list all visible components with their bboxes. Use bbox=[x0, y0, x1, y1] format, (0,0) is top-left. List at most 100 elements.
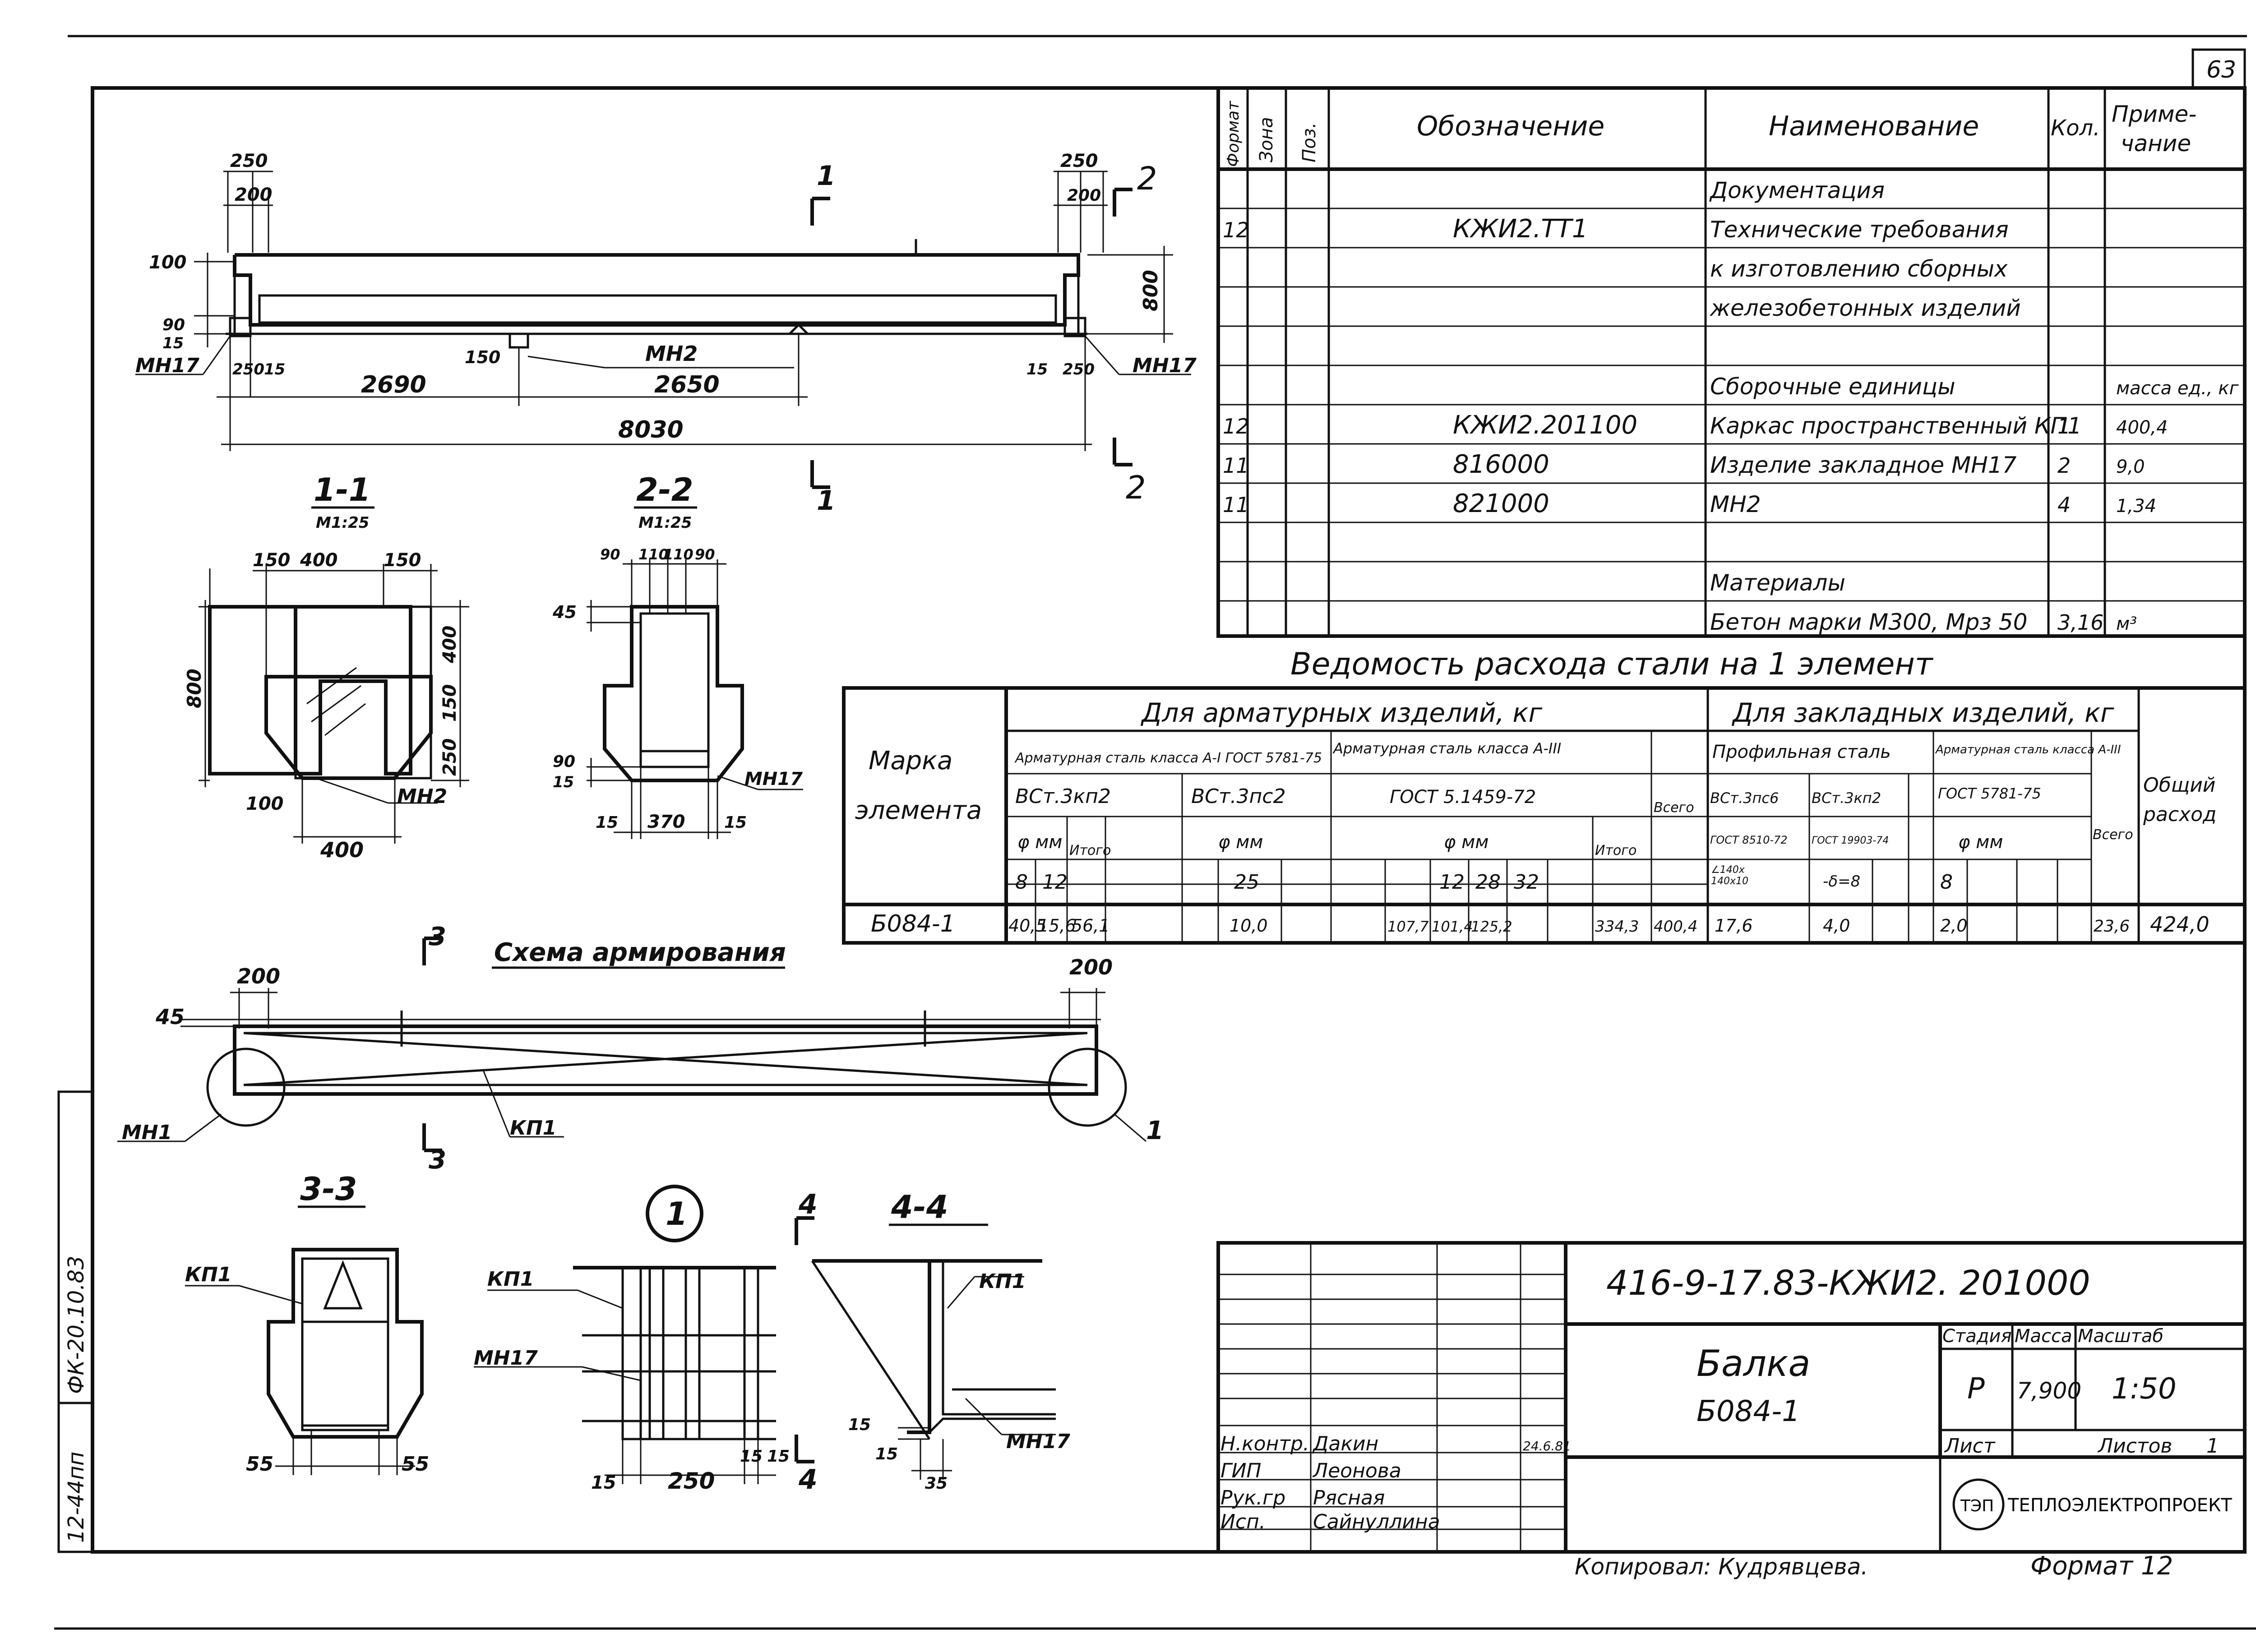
steel-table-title: Ведомость расхода стали на 1 элемент bbox=[1290, 646, 1934, 682]
steel-h-phi-4: φ мм bbox=[1958, 832, 2003, 853]
steel-h-rebar: Для арматурных изделий, кг bbox=[1140, 697, 1542, 728]
node1-label-kp1: КП1 bbox=[487, 1268, 534, 1291]
elev-dim-15b: 15 bbox=[264, 360, 285, 378]
sec33-dim-55a: 55 bbox=[246, 1453, 273, 1476]
sec11-dim-150a: 150 bbox=[253, 550, 291, 571]
sec11-dim-250v: 250 bbox=[439, 738, 460, 776]
node1-title: 1 bbox=[666, 1195, 688, 1232]
signer-name: Дакин bbox=[1312, 1432, 1378, 1455]
spec-row-note: 1,34 bbox=[2116, 496, 2156, 517]
steel-h-gost8510: ГОСТ 8510-72 bbox=[1710, 834, 1788, 846]
spec-header-format: Формат bbox=[1224, 101, 1243, 167]
elev-dim-150: 150 bbox=[465, 347, 500, 367]
spec-header-note-2: чание bbox=[2121, 130, 2191, 157]
spec-row-name: Каркас пространственный КП1 bbox=[1710, 413, 2082, 439]
steel-row-v28: 101,4 bbox=[1432, 918, 1473, 935]
elev-dim-90: 90 bbox=[162, 316, 185, 334]
cut-1-bottom: 1 bbox=[817, 485, 836, 517]
title-sheet-h: Лист bbox=[1944, 1435, 1996, 1458]
sec22-dim-15c: 15 bbox=[724, 813, 747, 832]
org-logo-text: ТЭП bbox=[1960, 1497, 1994, 1515]
elev-label-mn2: МН2 bbox=[645, 341, 698, 366]
reinforcement-scheme: Схема армирования 3 3 200 bbox=[117, 922, 1164, 1175]
signer-role: ГИП bbox=[1220, 1459, 1262, 1482]
section-2-2: 2-2 М1:25 90 110 110 bbox=[552, 471, 803, 839]
spec-row-qty: 2 bbox=[2057, 453, 2071, 478]
sec33-dim-55b: 55 bbox=[402, 1453, 429, 1476]
elev-dim-250-left: 250 bbox=[230, 151, 268, 171]
elev-dim-250b: 250 bbox=[232, 360, 264, 378]
spec-row-name: Материалы bbox=[1710, 570, 1845, 596]
signer-role: Рук.гр bbox=[1220, 1486, 1285, 1509]
signer-date: 24.6.81 bbox=[1523, 1439, 1571, 1454]
spec-header-qty: Кол. bbox=[2051, 115, 2100, 141]
steel-diam-32: 32 bbox=[1514, 871, 1539, 894]
scheme-label-kp1: КП1 bbox=[510, 1117, 556, 1140]
spec-row-designation: КЖИ2.ТТ1 bbox=[1453, 214, 1588, 244]
beam-elevation: 250 200 250 200 100 90 15 800 2690 2650 … bbox=[135, 151, 1197, 517]
cut-2-bottom: 2 bbox=[1126, 469, 1146, 506]
sec22-label-mn17: МН17 bbox=[744, 769, 803, 789]
sec11-label-mn2: МН2 bbox=[397, 785, 447, 808]
steel-h-phi-1: φ мм bbox=[1017, 832, 1062, 853]
steel-row-angle: 17,6 bbox=[1715, 916, 1753, 936]
signer-name: Леонова bbox=[1312, 1459, 1401, 1482]
steel-h-vsego-2: Всего bbox=[2093, 827, 2133, 843]
spec-header-note: Приме- bbox=[2112, 101, 2196, 127]
scheme-dim-200-right: 200 bbox=[1069, 955, 1113, 979]
spec-row-format: 12 bbox=[1223, 218, 1249, 242]
sec22-dim-370: 370 bbox=[647, 812, 685, 832]
steel-h-total-1: Общий bbox=[2143, 774, 2215, 797]
sec11-title: 1-1 bbox=[314, 471, 370, 508]
sec44-dim-35: 35 bbox=[925, 1474, 948, 1493]
steel-h-mark-1: Марка bbox=[869, 746, 952, 775]
elev-label-mn17-right: МН17 bbox=[1133, 354, 1197, 377]
spec-row-name: Технические требования bbox=[1710, 217, 2009, 243]
steel-diam-12b: 12 bbox=[1439, 871, 1465, 894]
sec44-dim-15a: 15 bbox=[848, 1416, 871, 1434]
spec-row-name: Бетон марки М300, Мрз 50 bbox=[1710, 609, 2027, 635]
section-1-1: 1-1 М1:25 150 400 150 bbox=[183, 471, 469, 862]
steel-h-embed: Для закладных изделий, кг bbox=[1731, 697, 2114, 728]
steel-h-total-2: расход bbox=[2143, 803, 2216, 826]
elev-dim-2690: 2690 bbox=[361, 371, 426, 398]
cut-2-top: 2 bbox=[1137, 160, 1157, 197]
title-mass: 7,900 bbox=[2017, 1378, 2081, 1404]
node-1: 1 4 4 КП1 МН17 15 250 15 15 bbox=[474, 1185, 818, 1495]
steel-row-vsego1: 400,4 bbox=[1654, 918, 1697, 936]
sec44-dim-15b: 15 bbox=[875, 1445, 898, 1463]
steel-h-vst3kp2b: ВСт.3кп2 bbox=[1812, 789, 1881, 807]
spec-row-note: 9,0 bbox=[2116, 457, 2145, 477]
steel-diam-28: 28 bbox=[1475, 871, 1501, 894]
spec-row-format: 11 bbox=[1223, 453, 1249, 478]
steel-row-delta: 4,0 bbox=[1823, 916, 1850, 936]
side-stamp: 12-44пп ФК-20.10.83 bbox=[57, 1090, 94, 1553]
spec-row-note: 400,4 bbox=[2116, 417, 2168, 438]
steel-h-phi-3: φ мм bbox=[1444, 832, 1489, 853]
spec-row-name: Документация bbox=[1709, 177, 1885, 203]
steel-h-a1: Арматурная сталь класса A-I ГОСТ 5781-75 bbox=[1014, 750, 1322, 766]
title-block: 416-9-17.83-КЖИ2. 201000 Балка Б084-1 Ст… bbox=[1216, 1241, 2247, 1554]
sec11-dim-150v: 150 bbox=[439, 684, 460, 722]
steel-row-v12: 15,6 bbox=[1038, 916, 1076, 936]
cut-3-bottom: 3 bbox=[429, 1145, 446, 1175]
sec11-scale: М1:25 bbox=[316, 514, 369, 532]
steel-diam-25: 25 bbox=[1234, 871, 1259, 894]
sec11-dim-400v: 400 bbox=[439, 626, 460, 664]
title-scale: 1:50 bbox=[2112, 1372, 2177, 1406]
steel-table: Марка элемента Для арматурных изделий, к… bbox=[842, 686, 2247, 945]
spec-row-name: Сборочные единицы bbox=[1710, 374, 1956, 400]
steel-h-itogo-2: Итого bbox=[1595, 843, 1637, 858]
spec-header-pos: Поз. bbox=[1299, 122, 1320, 162]
title-mass-h: Масса bbox=[2015, 1326, 2072, 1347]
elev-dim-200-left: 200 bbox=[235, 185, 273, 205]
sec22-scale: М1:25 bbox=[638, 514, 692, 532]
spec-row-name: МН2 bbox=[1710, 491, 1761, 517]
steel-h-vst3kp2: ВСт.3кп2 bbox=[1015, 785, 1111, 808]
section-4-4: 4-4 КП1 МН17 15 15 35 bbox=[811, 1189, 1070, 1493]
spec-row-qty: 4 bbox=[2057, 493, 2071, 517]
sec33-title: 3-3 bbox=[300, 1171, 357, 1208]
side-stamp-code: 12-44пп bbox=[64, 1452, 89, 1543]
steel-row-total: 424,0 bbox=[2150, 912, 2210, 937]
sec11-dim-150b: 150 bbox=[384, 550, 421, 571]
